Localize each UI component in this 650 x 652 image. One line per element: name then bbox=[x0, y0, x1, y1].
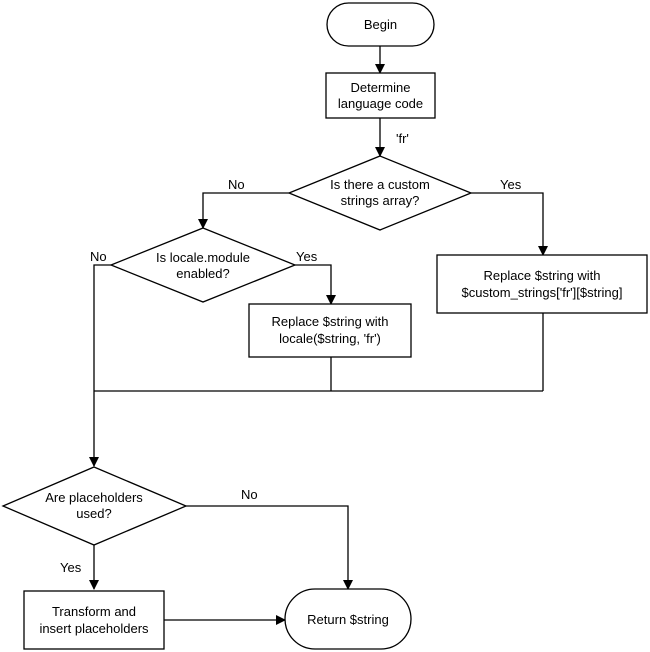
node-replace-locale: Replace $string with locale($string, 'fr… bbox=[248, 303, 412, 358]
node-replace-locale-line2: locale($string, 'fr') bbox=[279, 331, 381, 346]
node-replace-locale-line1: Replace $string with bbox=[271, 314, 388, 329]
node-begin: Begin bbox=[326, 2, 435, 47]
node-replace-custom-line2: $custom_strings['fr'][$string] bbox=[461, 285, 622, 300]
edge-label-placeholders-no: No bbox=[241, 487, 258, 502]
edge-custom-yes bbox=[471, 192, 548, 256]
node-custom-decision: Is there a custom strings array? bbox=[287, 155, 473, 231]
node-locale-decision: Is locale.module enabled? bbox=[109, 227, 297, 303]
node-custom-decision-line1: Is there a custom bbox=[330, 177, 430, 192]
node-determine: Determine language code bbox=[325, 72, 436, 119]
node-return: Return $string bbox=[284, 588, 412, 650]
node-transform-line2: insert placeholders bbox=[39, 621, 149, 636]
node-placeholders-decision-line1: Are placeholders bbox=[45, 490, 143, 505]
node-replace-custom: Replace $string with $custom_strings['fr… bbox=[436, 254, 648, 314]
node-placeholders-decision: Are placeholders used? bbox=[1, 466, 188, 546]
node-replace-custom-line1: Replace $string with bbox=[483, 268, 600, 283]
node-return-label: Return $string bbox=[307, 612, 389, 627]
node-begin-label: Begin bbox=[364, 17, 397, 32]
connectors bbox=[89, 46, 548, 625]
node-determine-line2: language code bbox=[338, 96, 423, 111]
node-placeholders-decision-line2: used? bbox=[76, 506, 111, 521]
edge-locale-no bbox=[89, 264, 111, 467]
edge-placeholders-no bbox=[186, 505, 353, 590]
edge-label-placeholders-yes: Yes bbox=[60, 560, 82, 575]
node-locale-decision-line1: Is locale.module bbox=[156, 250, 250, 265]
node-transform-line1: Transform and bbox=[52, 604, 136, 619]
node-determine-line1: Determine bbox=[351, 80, 411, 95]
edge-label-locale-no: No bbox=[90, 249, 107, 264]
edge-label-custom-no: No bbox=[228, 177, 245, 192]
node-custom-decision-line2: strings array? bbox=[341, 193, 420, 208]
edge-label-custom-yes: Yes bbox=[500, 177, 522, 192]
edge-locale-yes bbox=[295, 264, 336, 305]
edge-label-fr: 'fr' bbox=[396, 131, 409, 146]
edge-label-locale-yes: Yes bbox=[296, 249, 318, 264]
edge-custom-no bbox=[198, 192, 289, 229]
node-transform: Transform and insert placeholders bbox=[23, 590, 165, 650]
node-locale-decision-line2: enabled? bbox=[176, 266, 230, 281]
